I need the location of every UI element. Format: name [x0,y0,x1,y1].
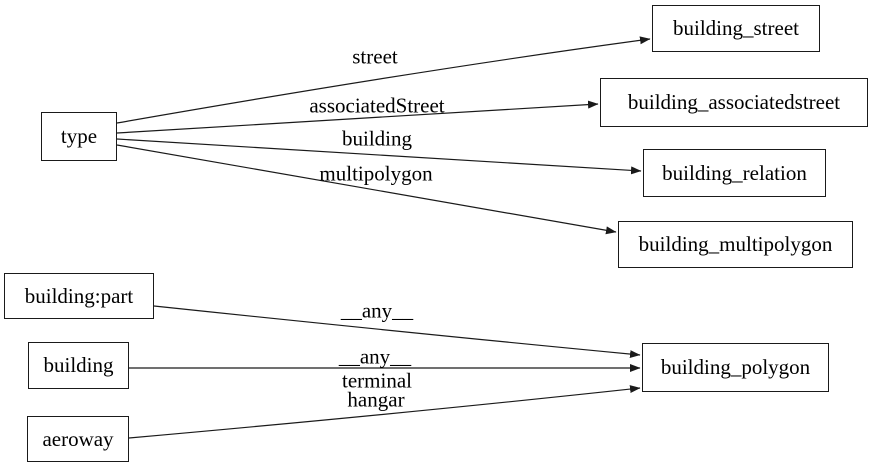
node-building-multipolygon: building_multipolygon [618,221,853,268]
edge-type-building_street [116,36,651,124]
edge-label-terminal: terminal [342,368,412,393]
node-building-associatedstreet: building_associatedstreet [600,78,868,127]
node-building: building [28,342,129,389]
edge-label-multipolygon: multipolygon [319,161,433,186]
edge-label-building: building [341,126,413,151]
node-building-relation: building_relation [643,149,826,197]
edge-label-any-buildingpart: __any__ [340,298,414,323]
node-building-street: building_street [652,5,820,52]
edge-buildingpart-building_polygon [153,305,641,359]
node-type: type [41,112,117,161]
node-aeroway: aeroway [27,416,129,462]
edge-type-building_associatedstreet [116,100,599,134]
edge-label-any-building: __any__ [338,344,412,369]
edge-type-building_multipolygon [116,144,617,235]
edge-type-building_relation [116,138,642,175]
edge-label-hangar: hangar [347,387,405,412]
edge-aeroway-building_polygon [128,385,641,439]
edge-label-associatedstreet: associatedStreet [309,93,445,118]
edge-label-street: street [352,44,398,69]
node-building-part: building:part [4,273,154,319]
node-building-polygon: building_polygon [642,343,829,392]
